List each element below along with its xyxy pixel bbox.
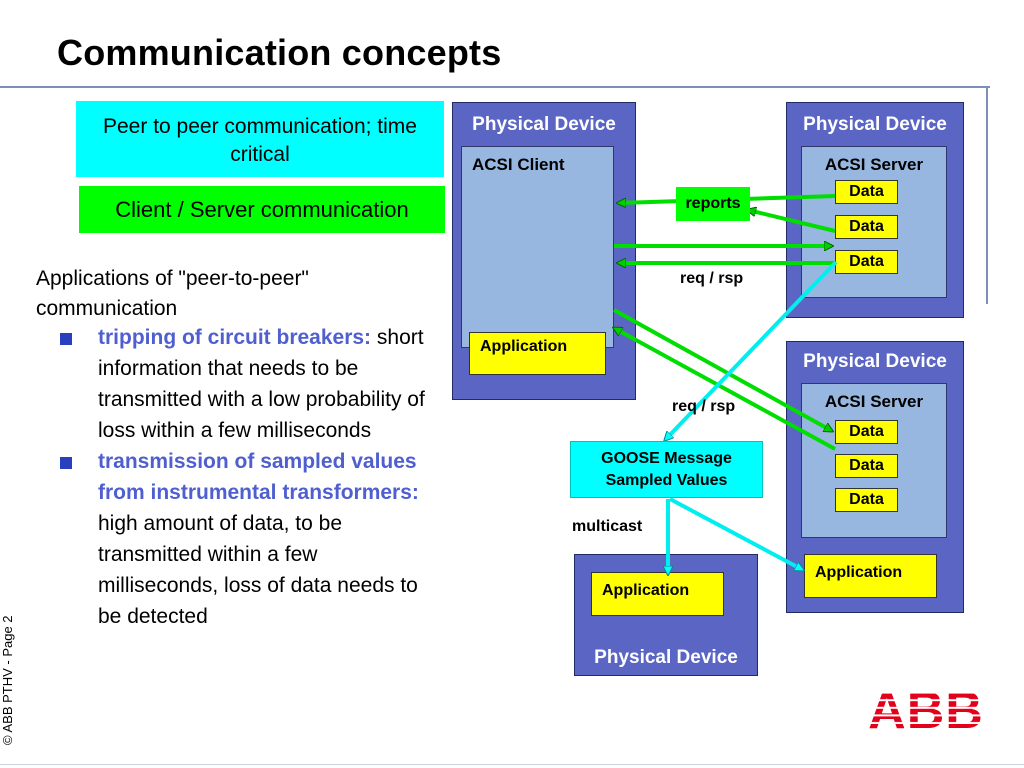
abb-logo-text: ABB — [868, 686, 984, 732]
goose-line: GOOSE Message — [601, 450, 732, 467]
reports-label: reports — [676, 187, 750, 221]
acsi-client-box: ACSI Client — [461, 146, 614, 348]
footer-copyright: © ABB PTHV - Page 2 — [0, 615, 15, 745]
device-title: Physical Device — [803, 114, 947, 135]
application-bottom: Application — [591, 572, 724, 616]
acsi-server-label: ACSI Server — [824, 392, 924, 411]
acsi-client-label: ACSI Client — [472, 155, 565, 174]
legend-client-server: Client / Server communication — [79, 186, 445, 233]
bullet-text: short information that needs to be trans… — [98, 326, 425, 442]
data-item: Data — [835, 250, 898, 274]
legend-peer-to-peer: Peer to peer communication; time critica… — [76, 101, 444, 177]
applications-list: tripping of circuit breakers: short info… — [0, 322, 440, 632]
multicast-label: multicast — [572, 518, 643, 535]
bullet-highlight: transmission of sampled values from inst… — [98, 450, 419, 504]
applications-heading: Applications of "peer-to-peer" communica… — [36, 267, 309, 320]
bottom-divider — [0, 764, 1024, 765]
goose-message-box: GOOSE Message Sampled Values — [570, 441, 763, 498]
bullet-item: tripping of circuit breakers: short info… — [0, 322, 440, 446]
data-item: Data — [835, 180, 898, 204]
device-title: Physical Device — [472, 114, 616, 135]
data-item: Data — [835, 215, 898, 239]
right-divider — [986, 86, 988, 304]
bullet-item: transmission of sampled values from inst… — [0, 446, 440, 632]
goose-line: Sampled Values — [605, 472, 728, 489]
bullet-text: high amount of data, to be transmitted w… — [98, 512, 418, 628]
abb-logo: ABB — [868, 686, 984, 732]
acsi-server-label: ACSI Server — [824, 155, 924, 174]
req-rsp-label: req / rsp — [680, 270, 744, 287]
application-client: Application — [469, 332, 606, 375]
req-rsp-label: req / rsp — [672, 398, 736, 415]
bullet-square-icon — [60, 333, 72, 345]
device-title: Physical Device — [803, 351, 947, 372]
bullet-highlight: tripping of circuit breakers: — [98, 326, 372, 349]
data-item: Data — [835, 420, 898, 444]
application-server-bottom: Application — [804, 554, 937, 598]
data-item: Data — [835, 454, 898, 478]
device-title: Physical Device — [594, 647, 738, 668]
page-title: Communication concepts — [57, 32, 502, 73]
bullet-square-icon — [60, 457, 72, 469]
data-item: Data — [835, 488, 898, 512]
top-divider — [0, 86, 990, 88]
